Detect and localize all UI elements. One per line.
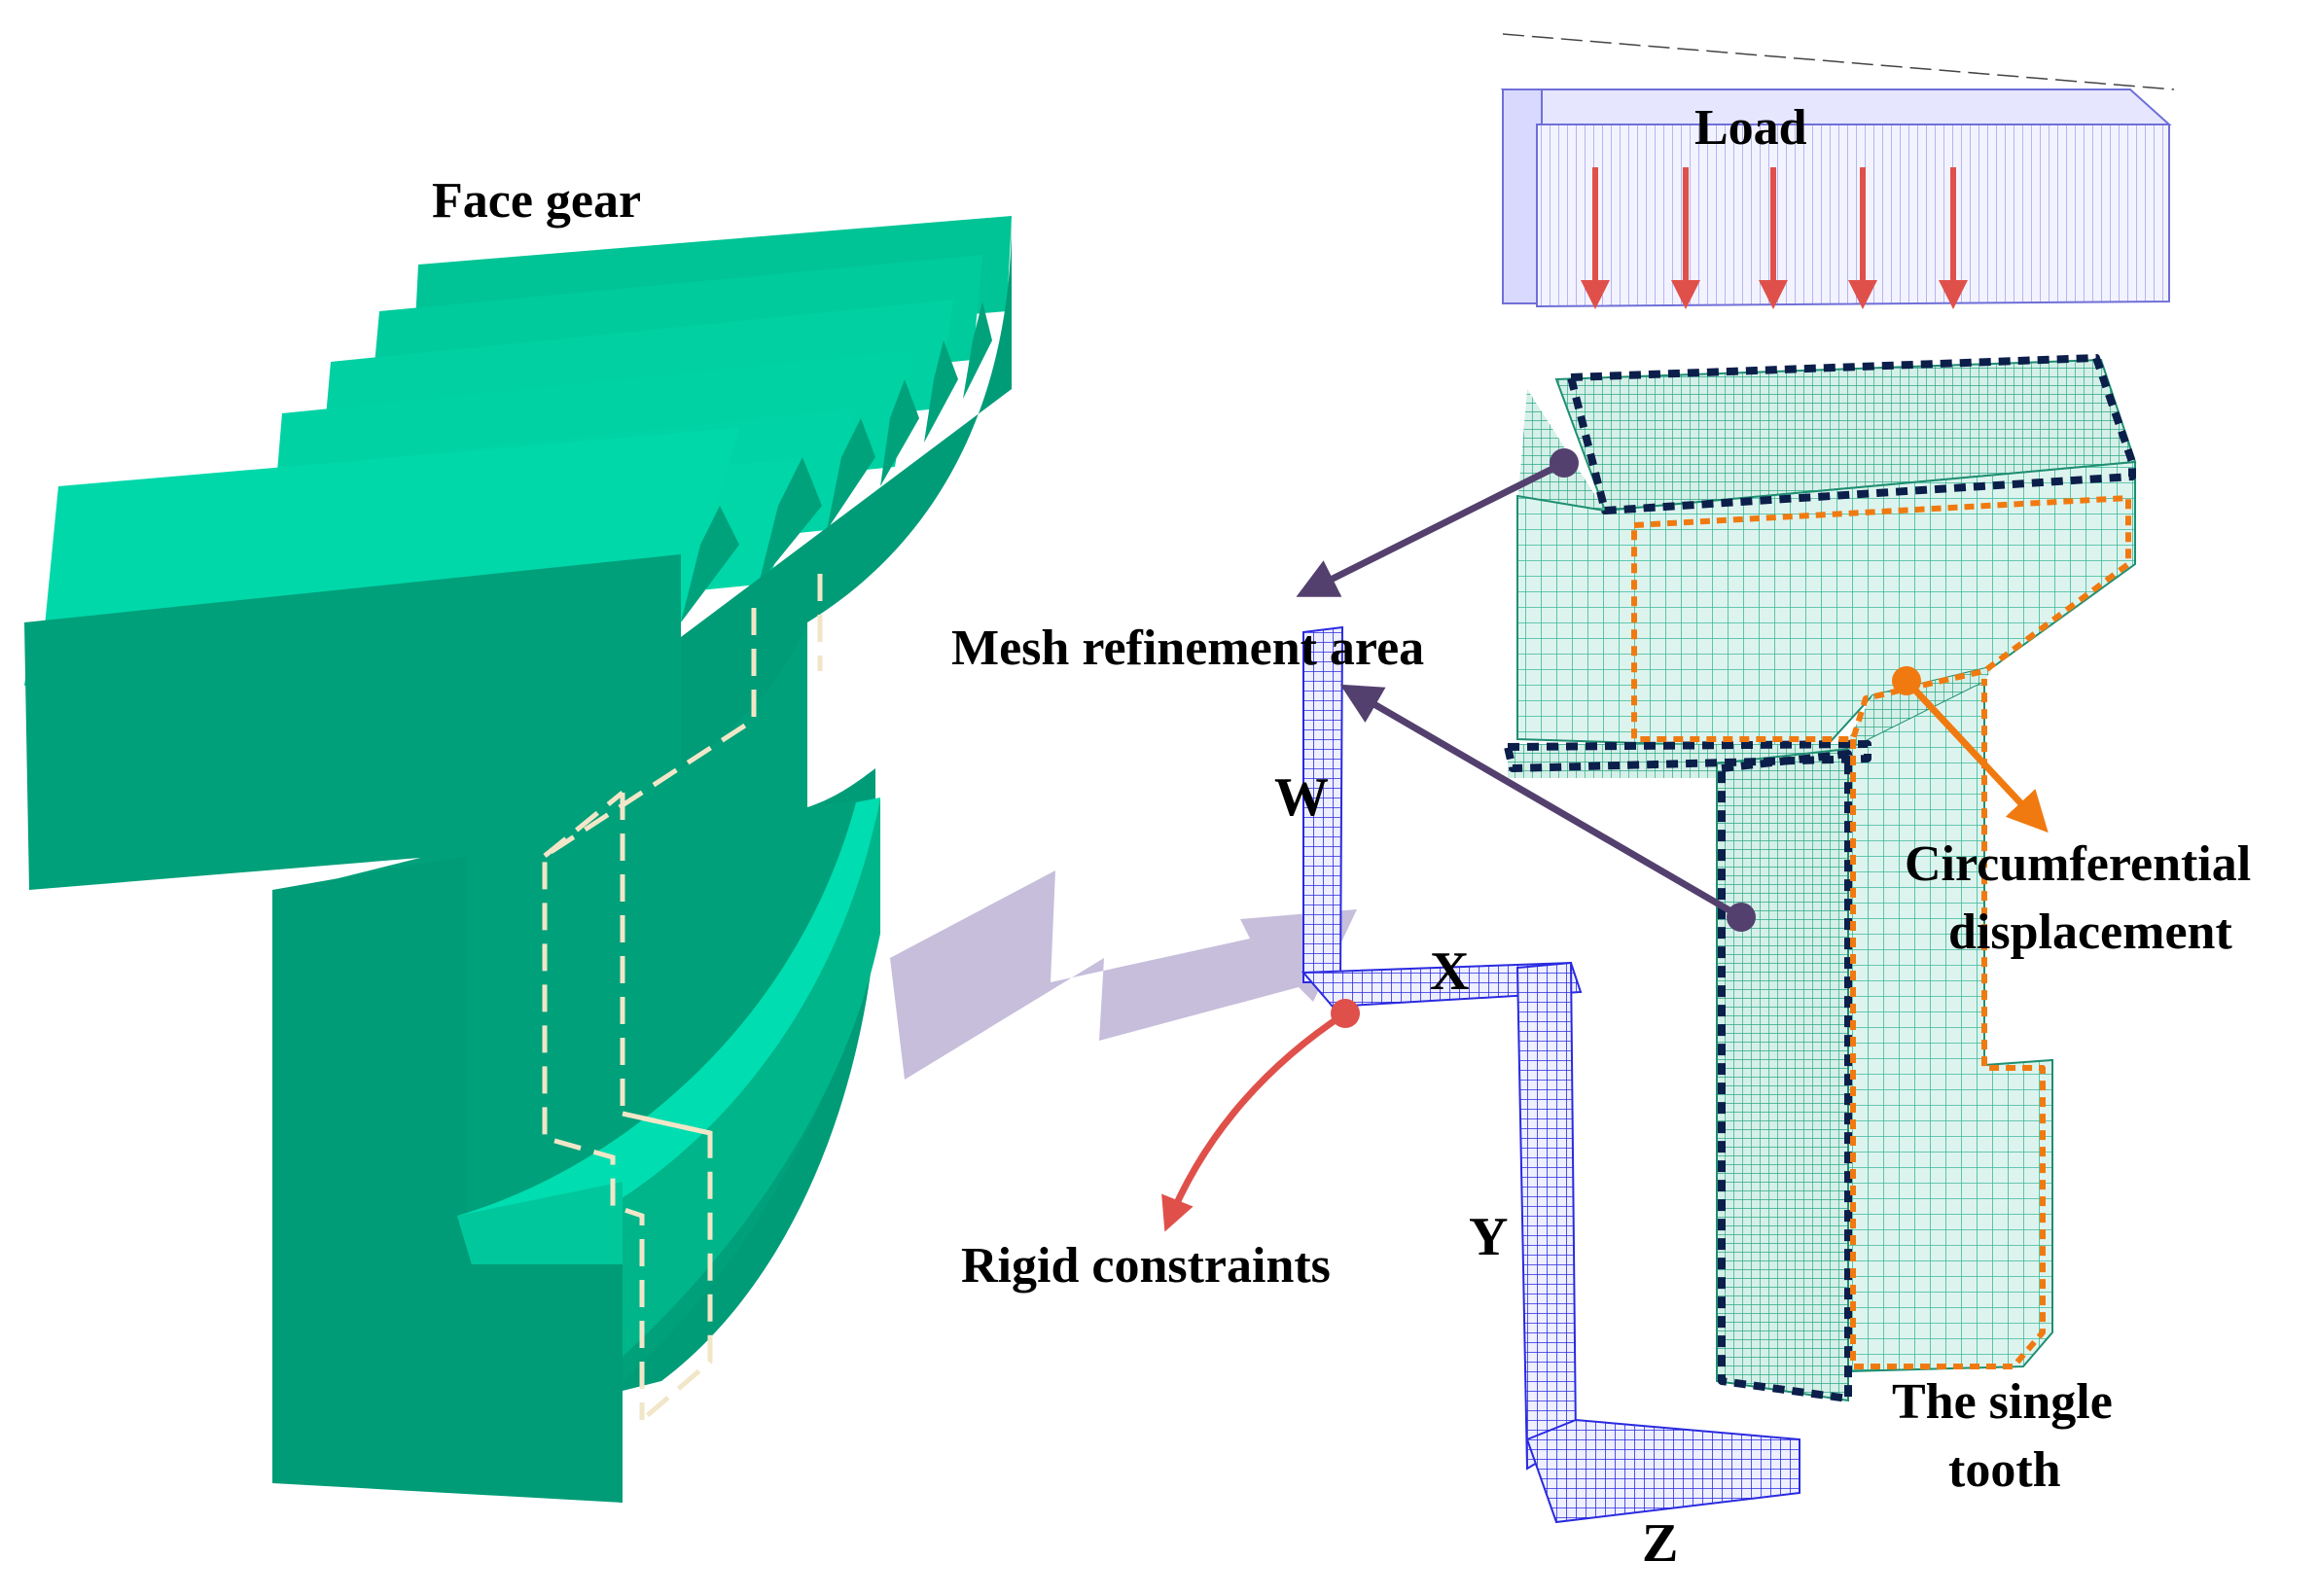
zigzag-arrow-icon [890, 870, 1357, 1080]
gear-teeth [24, 216, 1012, 686]
mesh-refinement-label: Mesh refinement area [951, 621, 1424, 676]
arrow-down-icon [1581, 167, 1968, 309]
displacement-outline [1631, 495, 2131, 1369]
gear-ledge-face [472, 798, 880, 1357]
rigid-constraints-label: Rigid constraints [961, 1238, 1331, 1294]
axis-x-label: X [1430, 941, 1469, 1002]
constraint-mesh [1301, 625, 1800, 1524]
single-tooth-label-line1: The single [1892, 1374, 2113, 1430]
load-label: Load [1694, 100, 1807, 156]
axis-z-label: Z [1642, 1513, 1678, 1574]
gear-rim-front [24, 554, 681, 890]
rigid-constraint-arrow [1161, 999, 1360, 1232]
gear-stem-front [272, 856, 623, 1503]
circumferential-label-line1: Circumferential [1905, 836, 2251, 892]
axis-w-label: W [1274, 767, 1329, 828]
single-tooth-label-line2: tooth [1948, 1442, 2061, 1498]
axis-y-label: Y [1469, 1207, 1508, 1267]
face-gear-model [24, 216, 1012, 1503]
load-block [1500, 33, 2175, 308]
circumferential-label-line2: displacement [1948, 904, 2232, 960]
face-gear-label: Face gear [432, 173, 641, 229]
mesh-refinement-outline [1504, 354, 2136, 1402]
cut-outline [542, 574, 823, 1422]
mesh-refinement-arrows [1296, 448, 1756, 932]
circumferential-arrow [1892, 666, 2049, 833]
